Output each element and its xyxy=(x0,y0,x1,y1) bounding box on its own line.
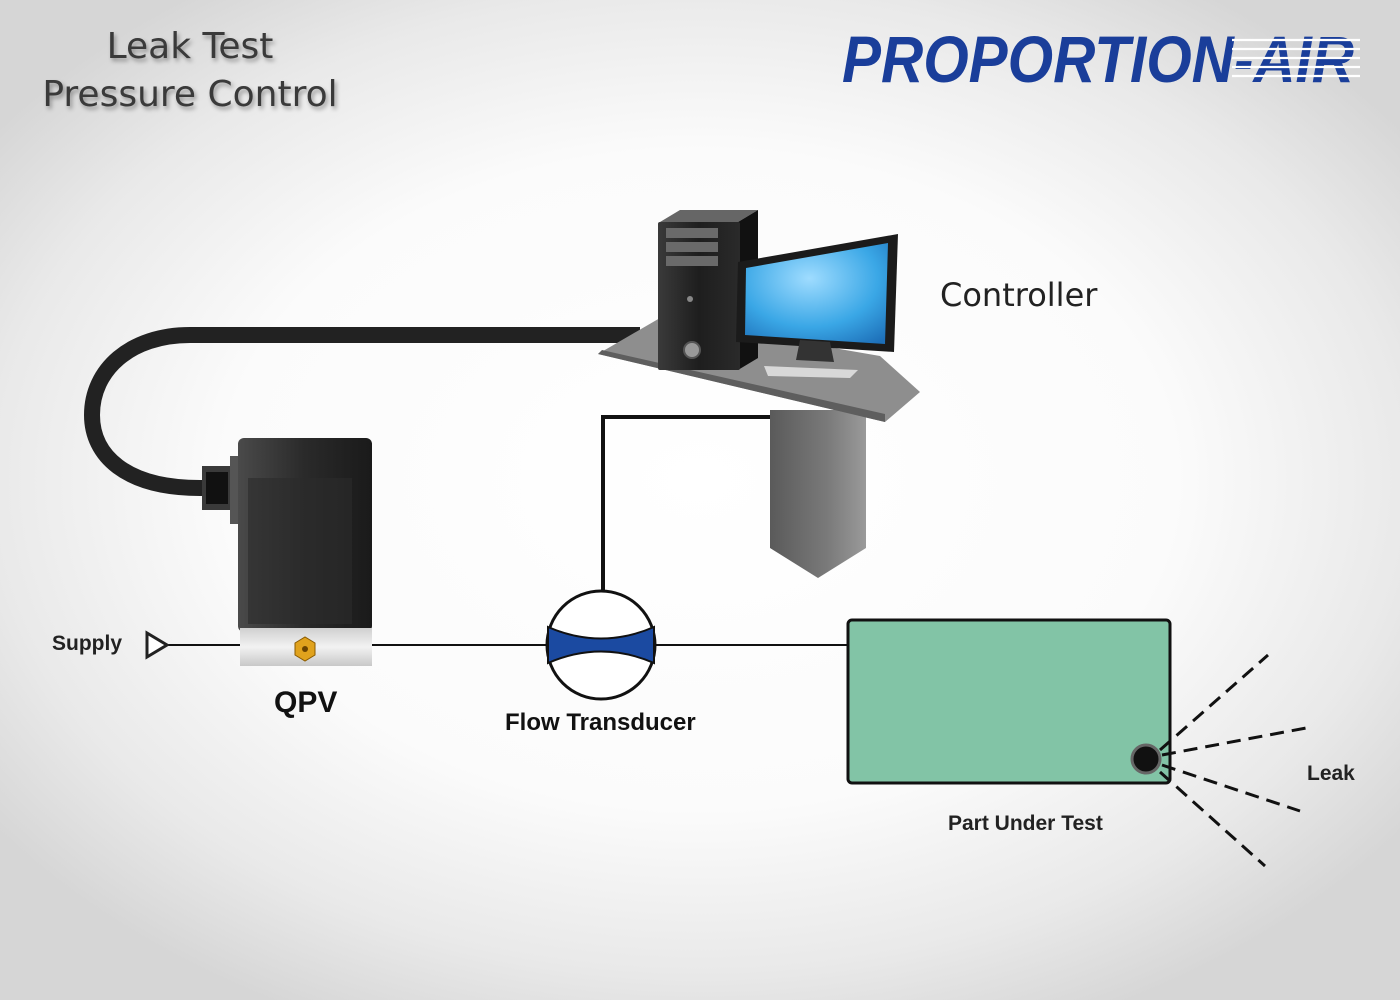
leak-label: Leak xyxy=(1307,762,1355,785)
control-cable xyxy=(84,327,640,496)
valve-device-icon xyxy=(202,438,372,666)
qpv-label: QPV xyxy=(274,686,338,719)
supply-label: Supply xyxy=(52,632,123,655)
part-under-test-label: Part Under Test xyxy=(948,812,1103,835)
logo-speed-lines xyxy=(1232,38,1360,78)
supply-arrow-icon xyxy=(145,630,170,660)
diagram-title-line-1: Leak Test xyxy=(106,26,274,67)
diagram-title-line-2: Pressure Control xyxy=(42,74,338,115)
flow-meter-icon xyxy=(545,589,657,701)
flow-transducer-label: Flow Transducer xyxy=(505,709,696,736)
controller-label: Controller xyxy=(940,276,1098,314)
transducer-signal-wire xyxy=(601,415,788,590)
controller-stand xyxy=(598,318,920,578)
leak-spray-lines xyxy=(1158,653,1307,868)
proportion-air-logo: PROPORTION-AIR xyxy=(842,24,1360,94)
desktop-computer-icon xyxy=(658,210,898,378)
leak-hole xyxy=(1130,743,1162,775)
part-under-test-box xyxy=(846,618,1172,785)
